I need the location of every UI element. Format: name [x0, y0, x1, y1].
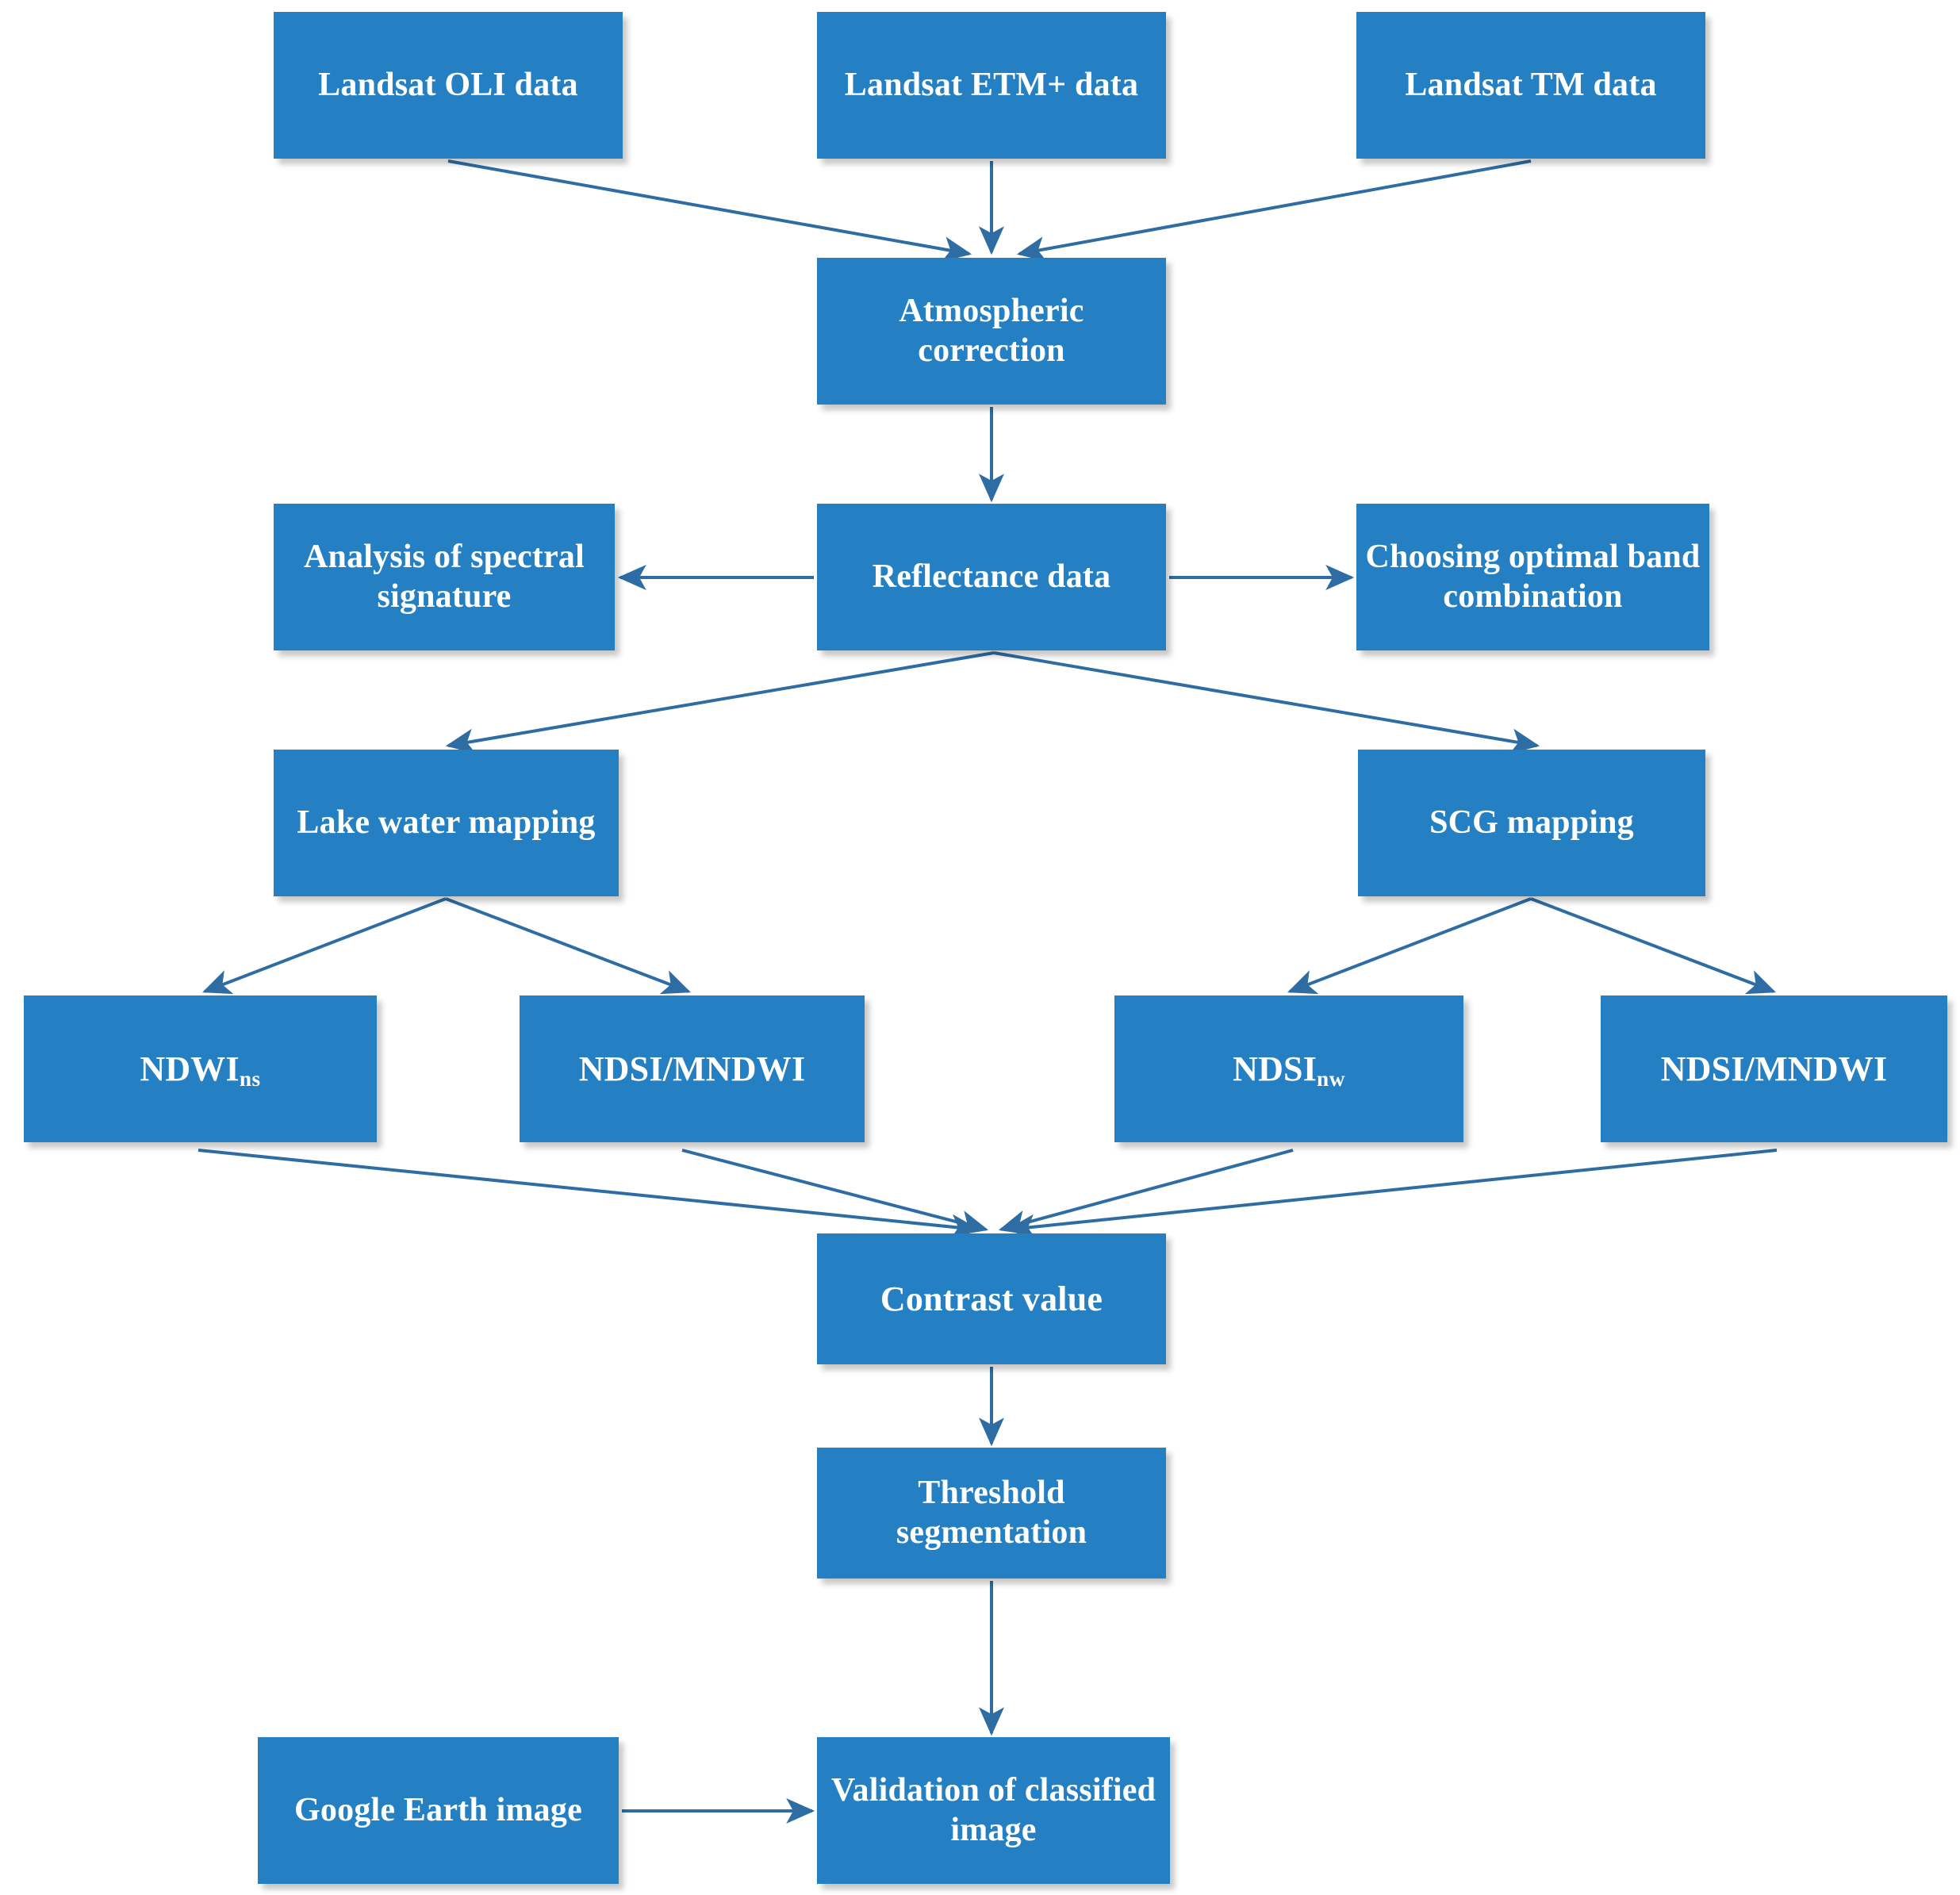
node-label: Reflectance data: [872, 558, 1111, 595]
edge-reflectance-to-lakewater: [445, 651, 995, 754]
edge-oli-to-atmos: [447, 159, 972, 263]
node-threshold-segmentation[interactable]: Threshold segmentation: [817, 1448, 1166, 1579]
node-contrast-value[interactable]: Contrast value: [817, 1233, 1166, 1364]
node-analysis-of-spectral-signature[interactable]: Analysis of spectral signature: [274, 504, 615, 650]
node-lake-water-mapping[interactable]: Lake water mapping: [274, 750, 619, 896]
node-label: NDWIns: [33, 1049, 368, 1091]
ndwi-base: NDWI: [140, 1049, 240, 1088]
edge-lakewater-to-ndwins: [202, 897, 447, 995]
edge-scg-to-ndsinw: [1287, 897, 1532, 995]
node-reflectance-data[interactable]: Reflectance data: [817, 504, 1166, 650]
edge-ndwins-to-contrast: [198, 1149, 980, 1240]
edge-scg-to-ndsimndwi-r: [1530, 897, 1776, 995]
node-label: Analysis of spectral signature: [304, 538, 585, 615]
node-choosing-optimal-band-combination[interactable]: Choosing optimal band combination: [1356, 504, 1709, 650]
node-ndsi-mndwi-right[interactable]: NDSI/MNDWI: [1601, 995, 1947, 1142]
node-label: Threshold segmentation: [896, 1474, 1087, 1551]
node-label: Lake water mapping: [297, 804, 596, 841]
node-label: Validation of classified image: [830, 1771, 1156, 1848]
node-label: NDSI/MNDWI: [578, 1049, 806, 1088]
node-label: Landsat ETM+ data: [844, 66, 1139, 103]
node-atmospheric-correction[interactable]: Atmospheric correction: [817, 258, 1166, 405]
edge-tm-to-atmos: [1016, 159, 1532, 262]
node-landsat-oli-data[interactable]: Landsat OLI data: [274, 12, 623, 159]
edge-ndsimndwi-l-to-contrast: [681, 1149, 989, 1236]
node-ndsi-mndwi-left[interactable]: NDSI/MNDWI: [520, 995, 865, 1142]
node-landsat-etm-data[interactable]: Landsat ETM+ data: [817, 12, 1166, 159]
node-validation-of-classified-image[interactable]: Validation of classified image: [817, 1737, 1170, 1884]
node-landsat-tm-data[interactable]: Landsat TM data: [1356, 12, 1705, 159]
node-label: Contrast value: [880, 1279, 1103, 1318]
node-label: Landsat OLI data: [318, 66, 578, 103]
node-label: NDSI/MNDWI: [1660, 1049, 1888, 1088]
node-ndwi-ns[interactable]: NDWIns: [24, 995, 377, 1142]
ndwi-subscript: ns: [239, 1067, 261, 1091]
node-label: Atmospheric correction: [899, 292, 1084, 369]
node-scg-mapping[interactable]: SCG mapping: [1358, 750, 1705, 896]
ndsi-subscript: nw: [1317, 1067, 1345, 1091]
edge-ndsimndwi-r-to-contrast: [1006, 1149, 1778, 1240]
node-label: SCG mapping: [1429, 804, 1634, 841]
node-google-earth-image[interactable]: Google Earth image: [258, 1737, 619, 1884]
edge-reflectance-to-scg: [993, 651, 1540, 754]
node-label: Choosing optimal band combination: [1365, 538, 1701, 615]
node-label: NDSInw: [1123, 1049, 1455, 1091]
node-label: Google Earth image: [294, 1791, 582, 1828]
edge-ndsinw-to-contrast: [998, 1149, 1294, 1235]
ndsi-base: NDSI: [1233, 1049, 1318, 1088]
edge-lakewater-to-ndsimndwi-l: [445, 897, 691, 995]
node-ndsi-nw[interactable]: NDSInw: [1114, 995, 1463, 1142]
node-label: Landsat TM data: [1405, 66, 1657, 103]
